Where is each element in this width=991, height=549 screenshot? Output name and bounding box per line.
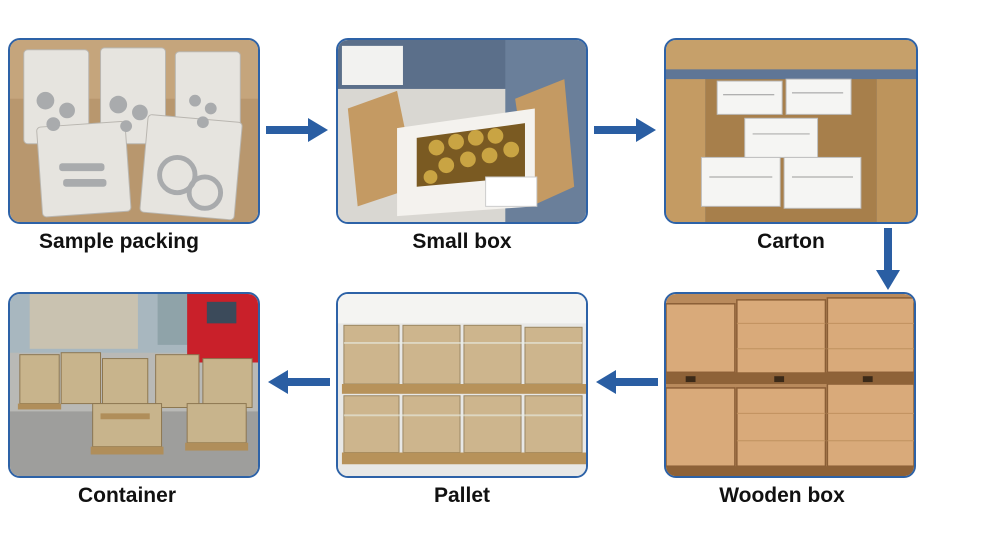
sample-packing-photo	[8, 38, 260, 224]
arrow-right-icon	[266, 118, 328, 142]
step-label-container: Container	[77, 484, 176, 507]
arrow-left-icon	[596, 370, 658, 394]
arrow-down-icon	[876, 228, 900, 290]
step-label-wooden-box: Wooden box	[719, 484, 845, 507]
wooden-box-photo	[664, 292, 916, 478]
small-box-photo	[336, 38, 588, 224]
arrow-right-icon	[594, 118, 656, 142]
container-photo	[8, 292, 260, 478]
step-label-carton: Carton	[757, 230, 825, 253]
arrow-left-icon	[268, 370, 330, 394]
step-label-sample-packing: Sample packing	[39, 230, 199, 253]
step-label-small-box: Small box	[412, 230, 512, 253]
step-label-pallet: Pallet	[433, 484, 491, 507]
carton-photo	[664, 38, 918, 224]
pallet-photo	[336, 292, 588, 478]
